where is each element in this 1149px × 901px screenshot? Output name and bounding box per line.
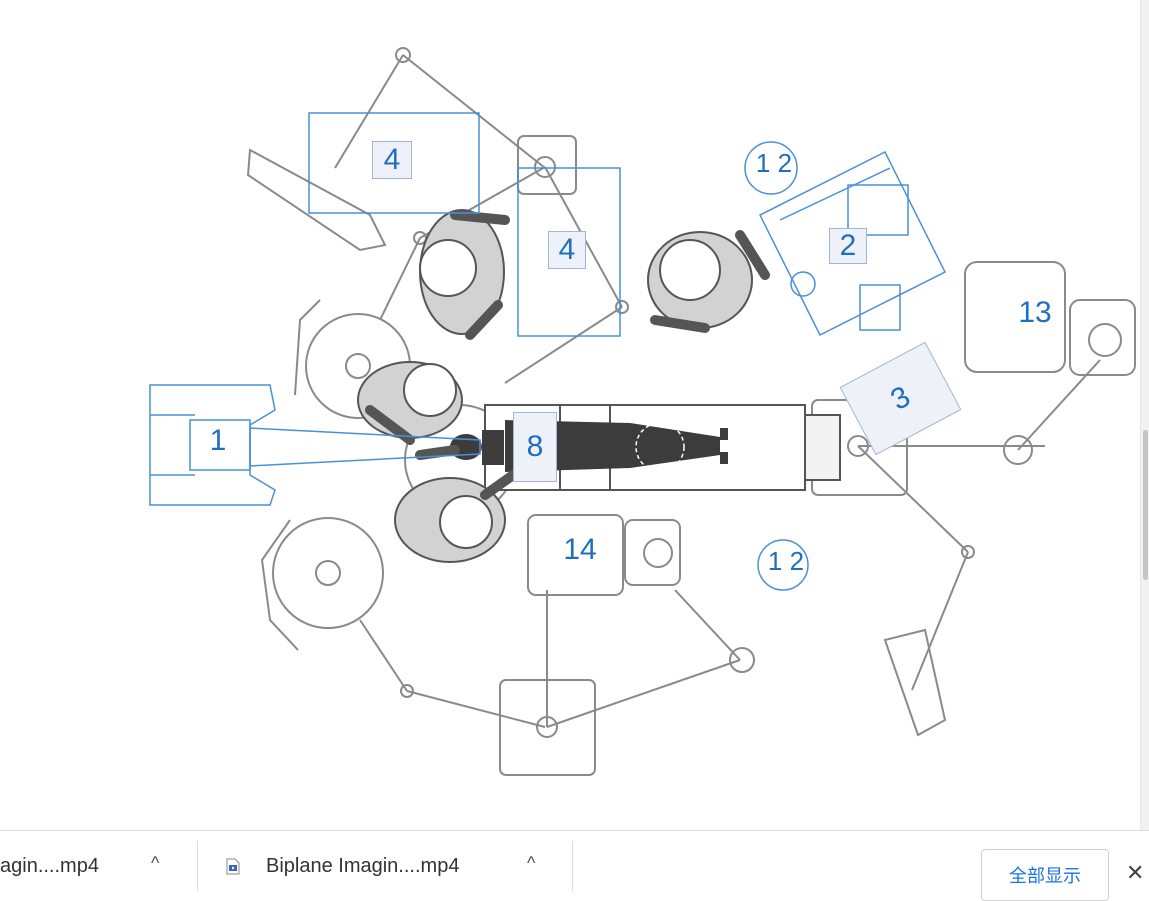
label-12-top: 1 2 — [755, 148, 793, 178]
divider — [197, 841, 198, 891]
close-icon[interactable]: ✕ — [1126, 861, 1145, 886]
label-14: 14 — [556, 535, 604, 565]
floor-plan-diagram: 1 2 3 4 4 8 13 14 1 2 1 2 — [149, 47, 1136, 776]
download-item-1-name: agin....mp4 — [0, 854, 99, 877]
label-4-right: 4 — [548, 231, 586, 269]
label-1: 1 — [209, 424, 227, 457]
chevron-up-icon[interactable]: ^ — [527, 853, 536, 873]
show-all-button[interactable]: 全部显示 — [981, 849, 1109, 901]
floor-plan-drawing — [149, 47, 1136, 776]
vertical-scrollbar[interactable] — [1140, 0, 1149, 830]
label-2: 2 — [829, 228, 867, 264]
download-item-2-name: Biplane Imagin....mp4 — [266, 854, 460, 877]
divider — [572, 841, 573, 891]
download-item-2[interactable]: Biplane Imagin....mp4 — [226, 831, 571, 901]
label-12-bottom: 1 2 — [767, 546, 805, 576]
label-13: 13 — [1018, 296, 1052, 329]
download-shelf: agin....mp4 ^ Biplane Imagin....mp4 ^ 全部… — [0, 830, 1149, 901]
chevron-up-icon[interactable]: ^ — [151, 853, 160, 873]
download-item-1[interactable]: agin....mp4 — [0, 831, 196, 901]
scrollbar-thumb[interactable] — [1143, 430, 1148, 580]
video-file-icon — [226, 858, 240, 875]
label-4-top: 4 — [372, 141, 412, 179]
label-8: 8 — [513, 412, 557, 482]
